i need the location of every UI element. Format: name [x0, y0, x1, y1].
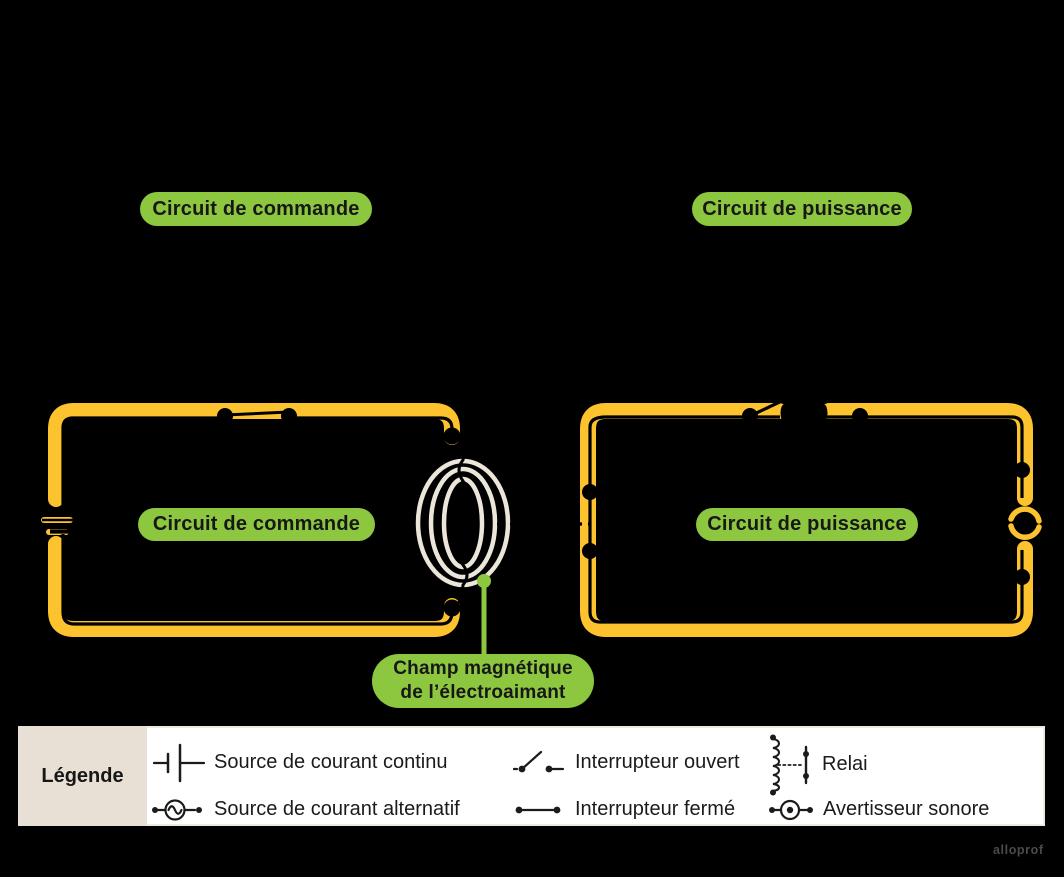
legend-item-ac-source: Source de courant alternatif: [214, 798, 460, 820]
label-power-circuit: Circuit de puissance: [696, 508, 918, 541]
closed-switch-lever: [224, 410, 290, 417]
legend: Légende Source de courant continu Source…: [18, 726, 1045, 826]
open-switch-icon: [513, 750, 565, 773]
dc-source-icon: [153, 743, 205, 783]
label-magnetic-field-line2: de l’électroaimant: [400, 682, 566, 703]
closed-switch-symbol: [217, 408, 233, 424]
open-switch-symbol: [780, 404, 788, 422]
champ-connector-line: [477, 574, 491, 658]
legend-item-relay: Relai: [822, 753, 868, 775]
buzzer-icon: [769, 799, 813, 821]
ac-source-icon: [152, 799, 202, 821]
label-magnetic-field: Champ magnétique de l’électroaimant: [372, 654, 594, 708]
electromagnet-coil-symbol: [451, 434, 469, 610]
alloprof-watermark: alloprof: [993, 843, 1044, 857]
relay-switch-symbol: [582, 484, 598, 500]
label-top-control-circuit: Circuit de commande: [140, 192, 372, 226]
label-control-circuit: Circuit de commande: [138, 508, 375, 541]
legend-item-dc-source: Source de courant continu: [214, 751, 448, 773]
power-circuit-wire: [580, 403, 1033, 637]
legend-item-open-switch: Interrupteur ouvert: [575, 751, 740, 773]
buzzer-symbol: [1008, 506, 1042, 540]
label-top-power-circuit: Circuit de puissance: [692, 192, 912, 226]
control-circuit-dots: [217, 408, 461, 617]
label-magnetic-field-line1: Champ magnétique: [393, 658, 573, 679]
closed-switch-icon: [515, 806, 561, 814]
legend-title: Légende: [18, 726, 147, 826]
relay-icon: [770, 734, 809, 796]
legend-item-buzzer: Avertisseur sonore: [823, 798, 990, 820]
power-circuit-dots: [582, 404, 1030, 585]
legend-item-closed-switch: Interrupteur fermé: [575, 798, 736, 820]
